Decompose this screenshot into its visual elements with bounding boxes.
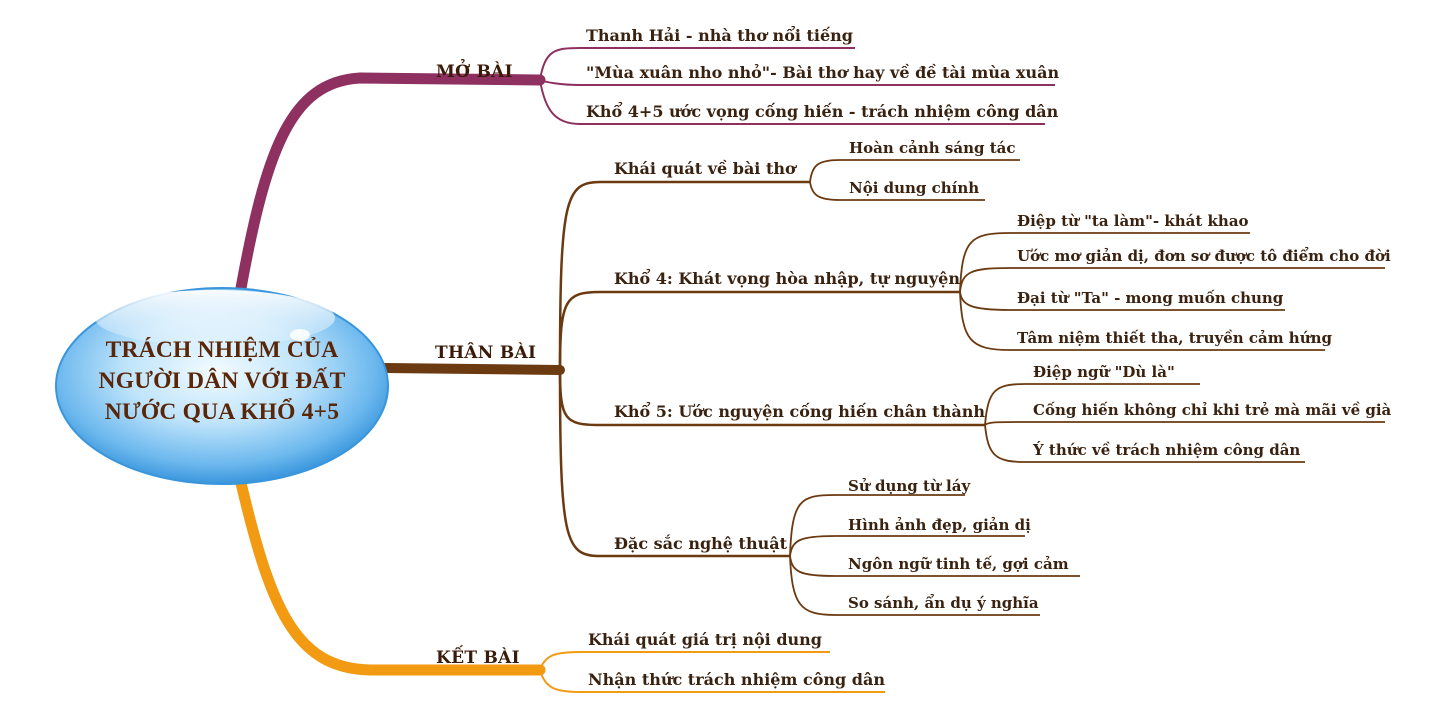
sub-branch-khai-quat: Khái quát về bài thơ (614, 159, 796, 178)
leaf-item: Ngôn ngữ tinh tế, gợi cảm (848, 555, 1069, 573)
leaf-item: Ý thức về trách nhiệm công dân (1033, 441, 1301, 459)
branch-ket-bai (232, 464, 546, 676)
leaf-item: Cống hiến không chỉ khi trẻ mà mãi về gi… (1033, 401, 1392, 419)
branch-label-than-bai: THÂN BÀI (435, 343, 537, 363)
leaf-item: Đại từ "Ta" - mong muốn chung (1017, 289, 1284, 307)
mo-bai-item: "Mùa xuân nho nhỏ"- Bài thơ hay về đề tà… (586, 63, 1060, 82)
central-line-1: TRÁCH NHIỆM CỦA (105, 337, 339, 363)
leaf-item: Nội dung chính (849, 179, 980, 197)
leaf-item: Hoàn cảnh sáng tác (849, 139, 1016, 157)
mo-bai-connectors (539, 47, 1055, 125)
sub-branch-kho-4: Khổ 4: Khát vọng hòa nhập, tự nguyện (614, 269, 960, 288)
ket-bai-item: Nhận thức trách nhiệm công dân (588, 670, 885, 689)
central-line-2: NGƯỜI DÂN VỚI ĐẤT (98, 368, 346, 394)
leaf-item: Tâm niệm thiết tha, truyền cảm hứng (1017, 329, 1333, 347)
leaf-item: Điệp từ "ta làm"- khát khao (1017, 212, 1249, 230)
ket-bai-item: Khái quát giá trị nội dung (588, 630, 822, 649)
leaf-item: Điệp ngữ "Dù là" (1033, 363, 1175, 381)
central-topic: TRÁCH NHIỆM CỦA NGƯỜI DÂN VỚI ĐẤT NƯỚC Q… (60, 335, 384, 428)
leaf-item: Ước mơ giản dị, đơn sơ được tô điểm cho … (1017, 247, 1391, 265)
nghe-thuat-connectors (789, 494, 1080, 616)
khai-quat-connectors (809, 159, 1020, 201)
branch-label-mo-bai: MỞ BÀI (436, 62, 513, 82)
branch-label-ket-bai: KẾT BÀI (436, 648, 520, 668)
leaf-item: Hình ảnh đẹp, giản dị (848, 516, 1031, 534)
kho-5-connectors (984, 383, 1385, 463)
kho-4-connectors (959, 232, 1385, 351)
mo-bai-item: Khổ 4+5 ước vọng cống hiến - trách nhiệm… (586, 102, 1059, 121)
sub-branch-kho-5: Khổ 5: Ước nguyện cống hiến chân thành (614, 402, 985, 421)
than-bai-connectors (558, 180, 985, 558)
central-bubble (55, 287, 389, 485)
sub-branch-nghe-thuat: Đặc sắc nghệ thuật (614, 534, 787, 553)
leaf-item: So sánh, ẩn dụ ý nghĩa (848, 594, 1039, 612)
leaf-item: Sử dụng từ láy (848, 477, 971, 495)
branch-than-bai (380, 363, 565, 375)
central-line-3: NƯỚC QUA KHỔ 4+5 (104, 399, 340, 425)
ket-bai-connectors (539, 651, 885, 693)
mo-bai-item: Thanh Hải - nhà thơ nổi tiếng (586, 26, 853, 45)
branch-mo-bai (232, 72, 546, 311)
